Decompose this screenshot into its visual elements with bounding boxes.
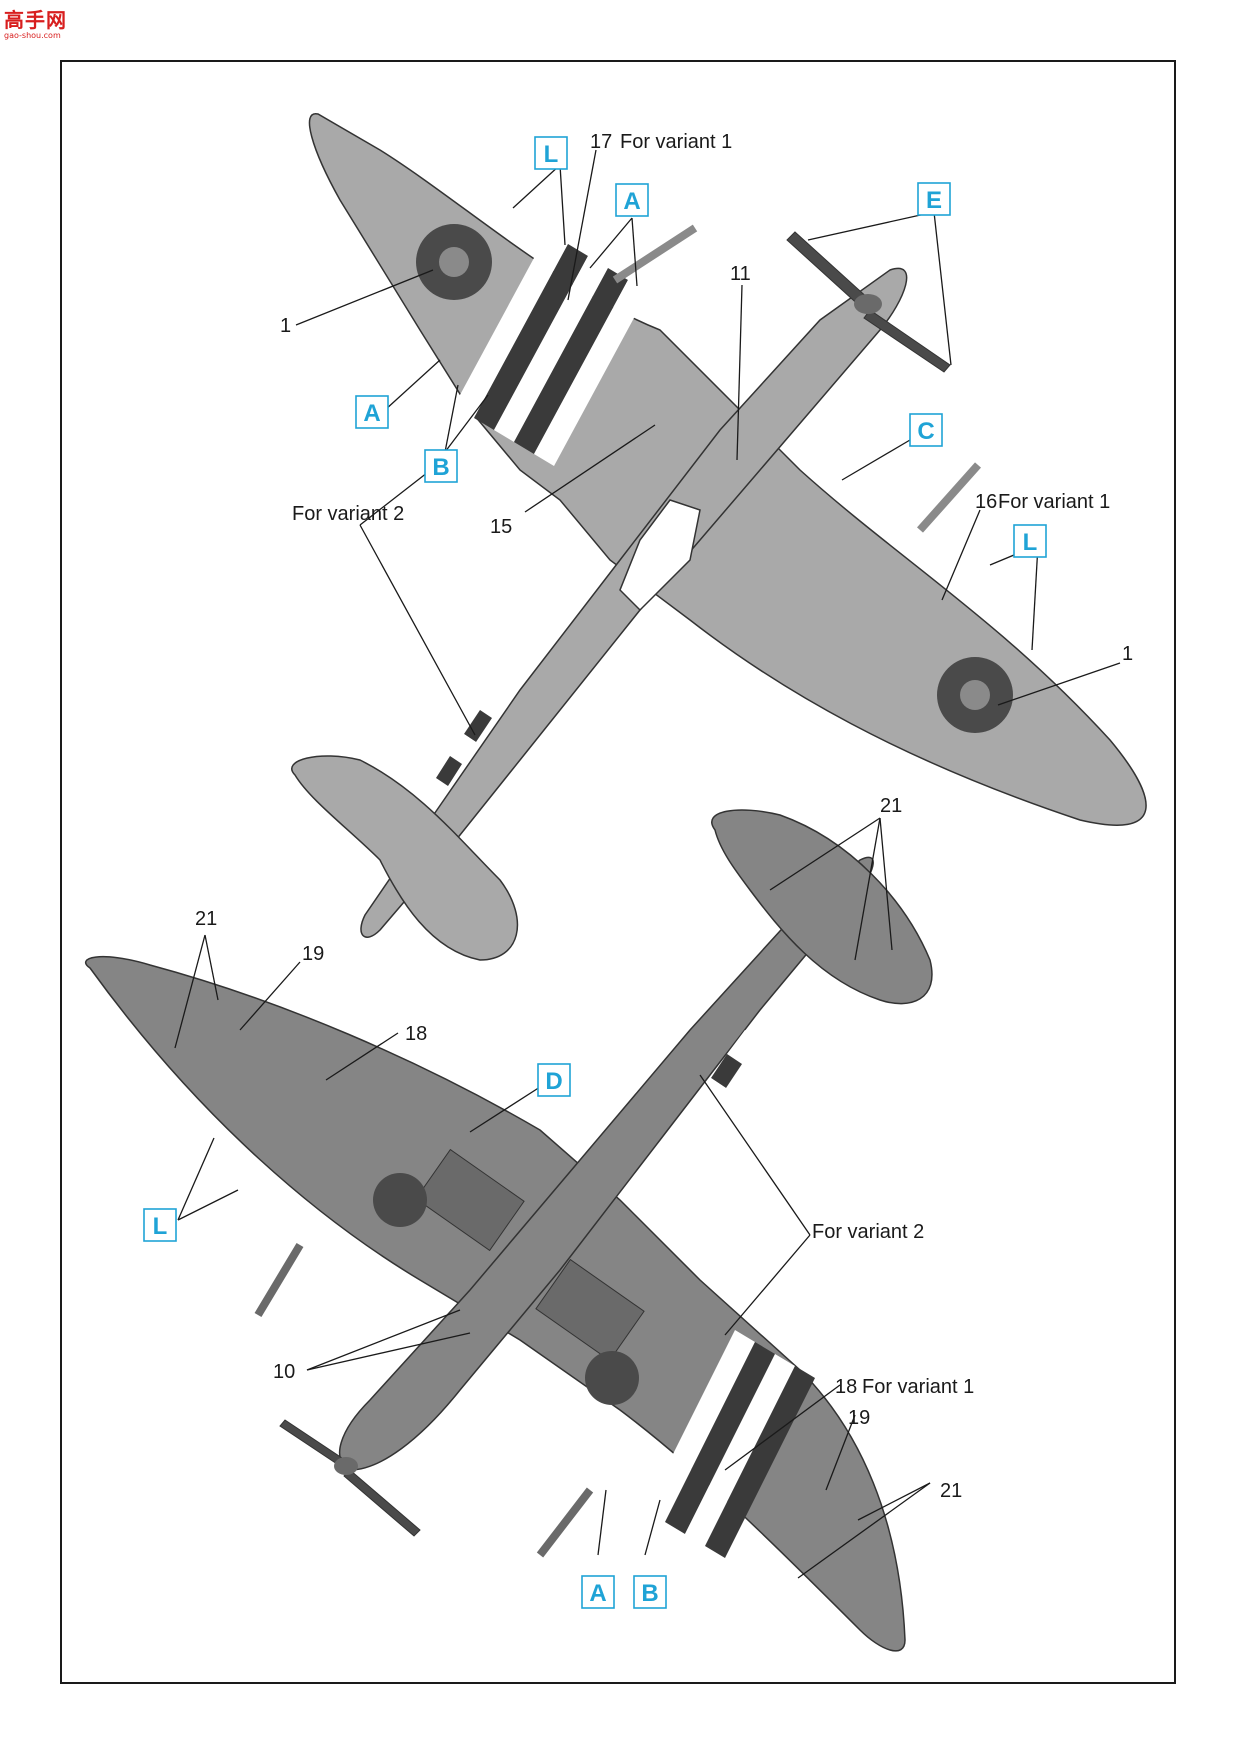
box-D-text: D (545, 1068, 562, 1095)
top-tailplane (291, 755, 519, 961)
label-21-tail: 21 (880, 795, 902, 817)
box-A-bottom: A (581, 1575, 615, 1609)
top-leader-lines (295, 149, 1121, 736)
label-15: 15 (490, 516, 512, 538)
box-L-bottom-text: L (153, 1213, 168, 1240)
top-cannon-left (612, 224, 698, 284)
site-watermark-logo: 高手网 gao-shou.com (4, 4, 74, 40)
label-16-note: For variant 1 (998, 491, 1110, 513)
top-propeller (786, 231, 951, 373)
aircraft-bottom-view (84, 809, 933, 1652)
page-frame (60, 60, 1176, 1684)
box-B-bottom-text: B (641, 1580, 658, 1607)
label-17: 17 (590, 131, 612, 153)
box-B-left: B (424, 449, 458, 483)
label-21-left: 21 (195, 908, 217, 930)
box-L-right-text: L (1023, 529, 1038, 556)
label-1-right: 1 (1122, 643, 1133, 665)
box-E-text: E (926, 187, 942, 214)
bottom-wheel-right (585, 1351, 639, 1405)
label-21-right: 21 (940, 1480, 962, 1502)
aircraft-top-view (291, 113, 1147, 961)
box-C: C (909, 413, 943, 447)
label-1-left: 1 (280, 315, 291, 337)
label-variant2-bottom: For variant 2 (812, 1221, 924, 1243)
bottom-tailplane (711, 809, 933, 1005)
invasion-stripes-bottom-fuselage (695, 1030, 760, 1112)
top-canopy (619, 499, 701, 612)
label-18-right-note: For variant 1 (862, 1376, 974, 1398)
bottom-propeller (279, 1419, 421, 1537)
box-A-top: A (615, 183, 649, 217)
box-L-top-text: L (544, 141, 559, 168)
box-A-left: A (355, 395, 389, 429)
bottom-leader-lines (174, 817, 931, 1579)
box-L-right: L (1013, 524, 1047, 558)
roundel-right (937, 657, 1013, 733)
box-E: E (917, 182, 951, 216)
roundel-left (416, 224, 492, 300)
box-D: D (537, 1063, 571, 1097)
bottom-wheel-left (373, 1173, 427, 1227)
box-A-bottom-text: A (589, 1580, 606, 1607)
box-L-bottom: L (143, 1208, 177, 1242)
box-B-left-text: B (432, 454, 449, 481)
top-cannon-right (917, 462, 981, 533)
invasion-stripes-bottom-wing (645, 1330, 815, 1558)
label-19-left: 19 (302, 943, 324, 965)
box-A-left-text: A (363, 400, 380, 427)
box-A-top-text: A (623, 188, 640, 215)
invasion-stripes-top-fuselage (436, 710, 492, 786)
bottom-cannon-right (536, 1487, 594, 1558)
label-10: 10 (273, 1361, 295, 1383)
watermark-line1: 高手网 (4, 8, 67, 32)
label-16: 16 (975, 491, 997, 513)
label-17-note: For variant 1 (620, 131, 732, 153)
bottom-cannon-left (254, 1242, 304, 1318)
label-18-right: 18 (835, 1376, 857, 1398)
box-C-text: C (917, 418, 934, 445)
label-19-right: 19 (848, 1407, 870, 1429)
bottom-radiator-left (415, 1148, 525, 1252)
bottom-radiator-right (535, 1258, 645, 1362)
label-18-left: 18 (405, 1023, 427, 1045)
watermark-line2: gao-shou.com (4, 31, 61, 40)
label-11: 11 (730, 263, 751, 285)
box-B-bottom: B (633, 1575, 667, 1609)
label-variant2-top: For variant 2 (292, 503, 404, 525)
invasion-stripes-top-left (454, 232, 648, 466)
box-L-top: L (534, 136, 568, 170)
